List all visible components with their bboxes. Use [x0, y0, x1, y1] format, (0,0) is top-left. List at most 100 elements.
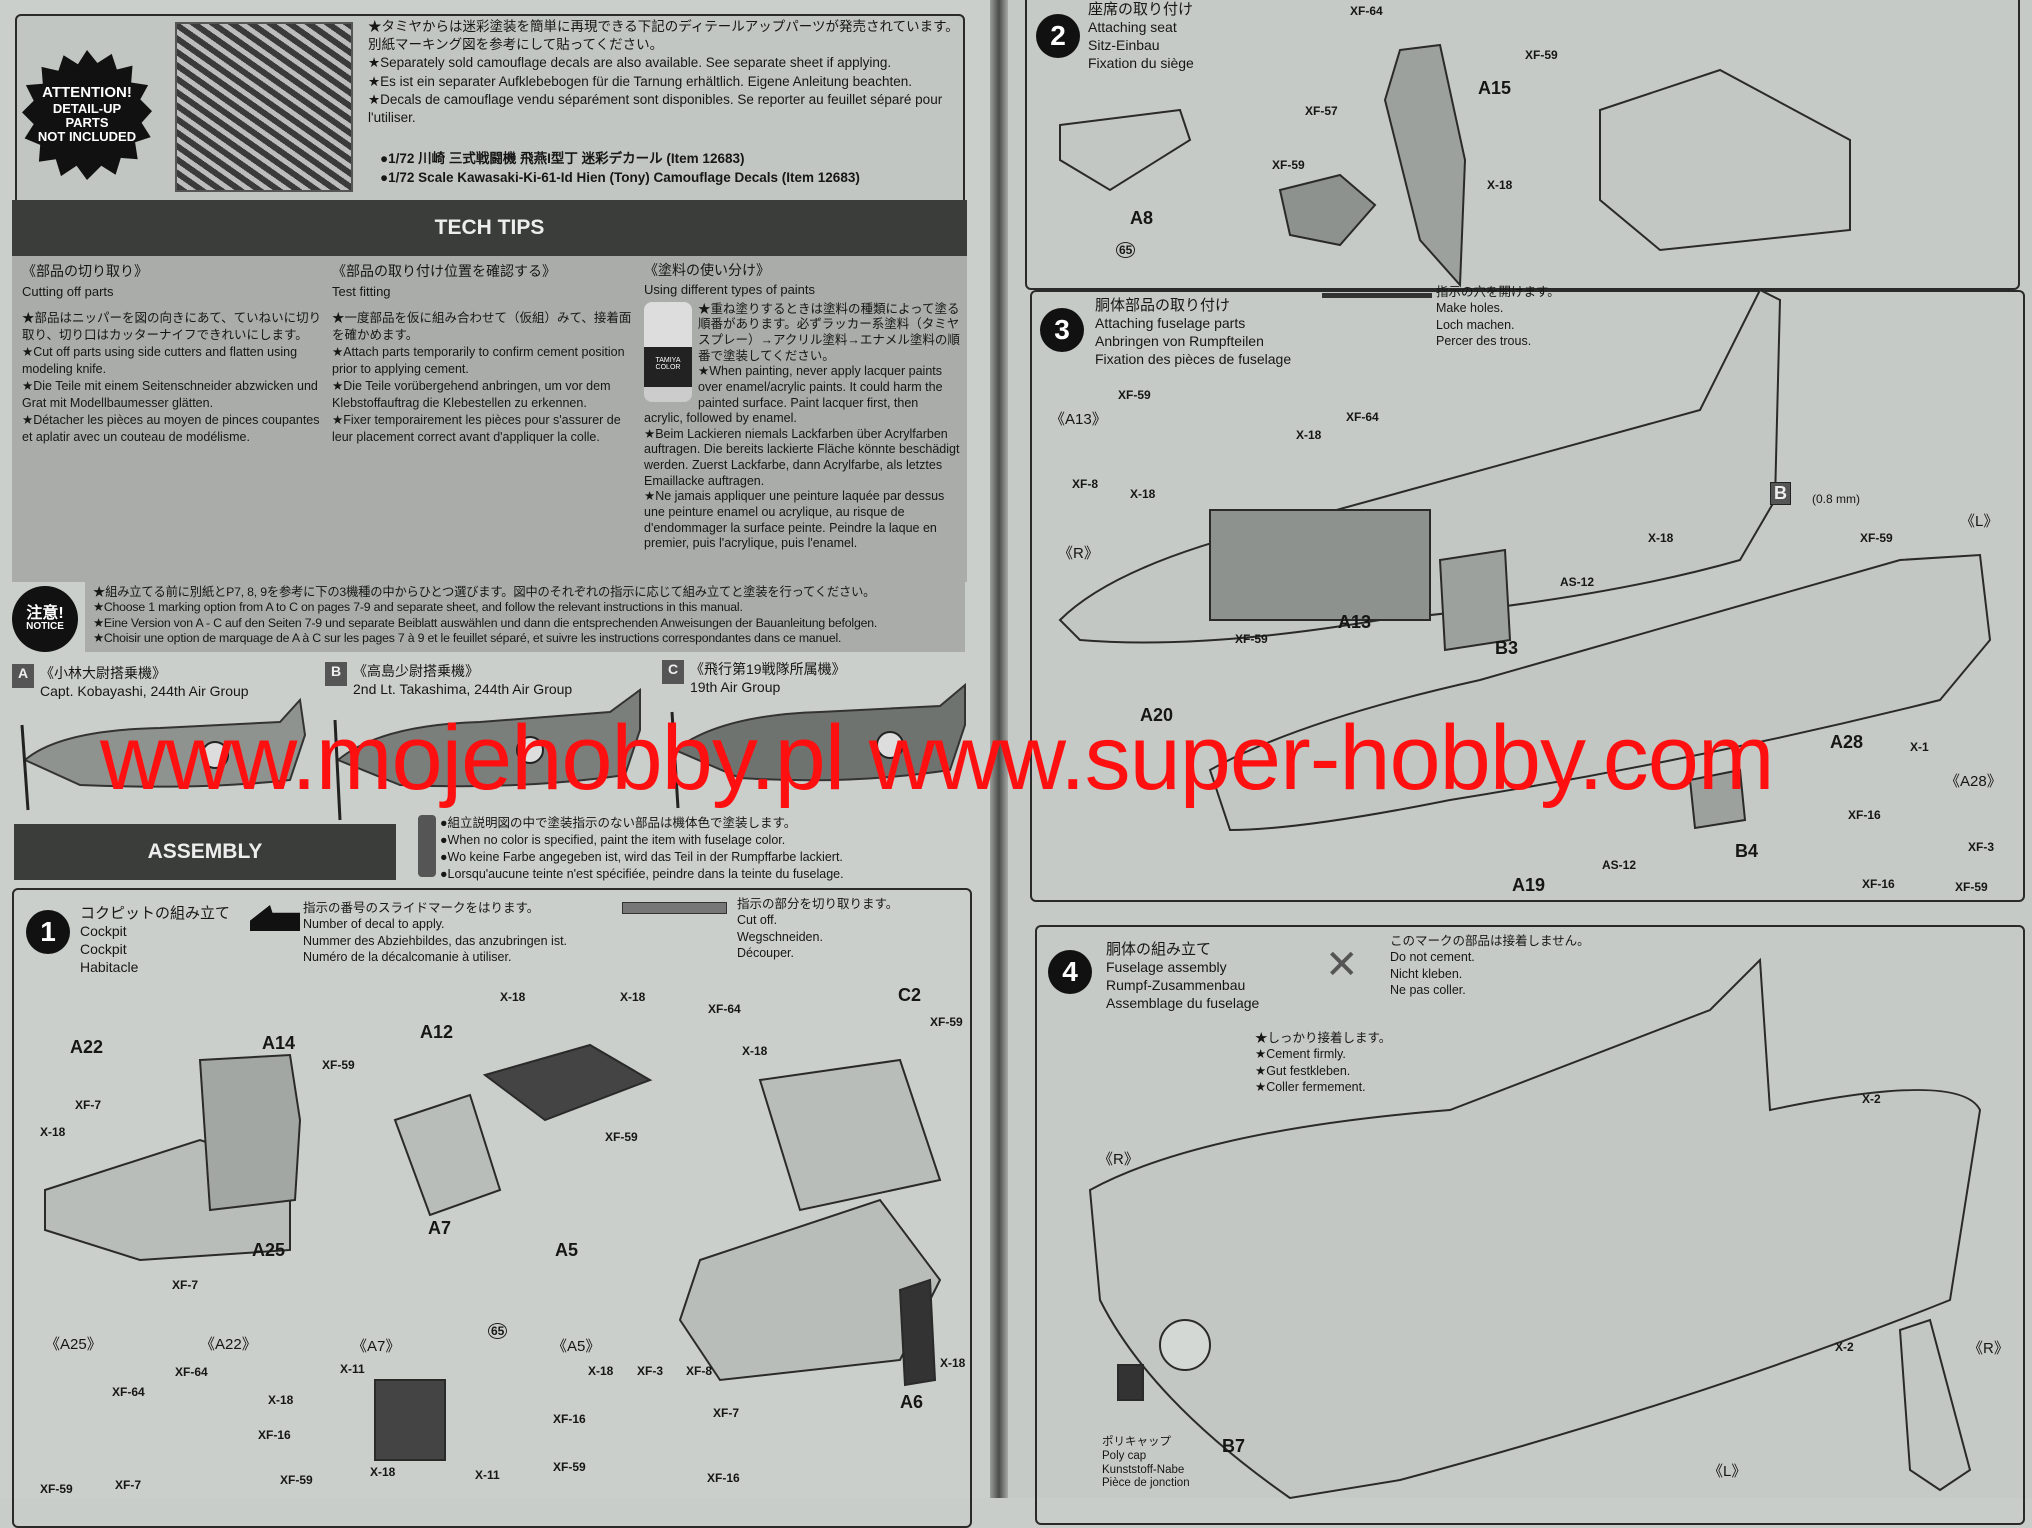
paint-label: X-18 [40, 1125, 66, 1139]
cockpit-assembly [678, 1198, 942, 1382]
paint-label: X-18 [588, 1364, 614, 1378]
paint-label: XF-3 [1968, 840, 1995, 854]
part-label: A8 [1130, 208, 1154, 228]
side-label: 《L》 [1708, 1463, 1747, 1480]
paint-label: XF-16 [553, 1412, 586, 1426]
part-label: A7 [428, 1218, 452, 1238]
side-label: 《L》 [1960, 513, 1999, 530]
cement-note: ★しっかり接着します。 ★Cement firmly. ★Gut festkle… [1255, 1030, 1391, 1095]
part-b3 [1438, 548, 1512, 652]
step-title-en: Cockpit [80, 923, 127, 940]
tip-text: ★Ne jamais appliquer une peinture laquée… [644, 489, 945, 551]
color-note-line: ●Wo keine Farbe angegeben ist, wird das … [440, 849, 843, 864]
paint-label: X-18 [1296, 428, 1322, 442]
paint-label: X-18 [940, 1356, 966, 1370]
part-label: A13 [1338, 612, 1372, 632]
color-note-line: ●Lorsqu'aucune teinte n'est spécifiée, p… [440, 866, 844, 881]
paint-label: XF-16 [258, 1428, 291, 1442]
tip-text: ★Die Teile mit einem Seitenschneider abz… [22, 378, 318, 410]
polycap-label: ポリキャップ Poly cap Kunststoff-Nabe Pièce de… [1102, 1436, 1190, 1491]
seat-harness-part [1059, 108, 1192, 192]
part-label: A6 [900, 1392, 924, 1412]
paint-label: XF-57 [1305, 104, 1338, 118]
part-label: A22 [70, 1037, 104, 1057]
tip-text: ★When painting, never apply lacquer pain… [644, 364, 943, 426]
step-title-en: Fuselage assembly [1106, 959, 1227, 976]
tip-test-fitting: 《部品の取り付け位置を確認する》 Test fitting ★一度部品を仮に組み… [332, 262, 632, 445]
legend-line: ★Gut festkleben. [1255, 1063, 1351, 1078]
badge-line: DETAIL-UP [52, 100, 122, 116]
step-title-fr: Fixation des pièces de fuselage [1095, 351, 1292, 367]
notice-badge: 注意! NOTICE [12, 586, 78, 652]
attention-line: ★Decals de camouflage vendu séparément s… [368, 91, 943, 126]
legend-line: Make holes. [1436, 301, 1504, 316]
paint-label: XF-59 [1860, 531, 1893, 545]
decal-number-label: 65 [1116, 242, 1136, 258]
part-label: C2 [898, 985, 922, 1005]
part-label: AS-12 [1602, 858, 1637, 872]
legend-line: Cut off. [737, 913, 778, 928]
notice-line: ★Choisir une option de marquage de A à C… [93, 631, 842, 646]
decal-label: X-2 [1862, 1092, 1881, 1106]
paint-label: XF-7 [115, 1478, 142, 1492]
marking-en: Capt. Kobayashi, 244th Air Group [40, 683, 249, 700]
page-gutter [990, 0, 1008, 1498]
paint-label: X-18 [742, 1044, 768, 1058]
decal-item: ●1/72 Scale Kawasaki-Ki-61-Id Hien (Tony… [380, 169, 860, 185]
marking-option-b: B《高島少尉搭乗機》2nd Lt. Takashima, 244th Air G… [325, 662, 572, 698]
step-title-de: Rumpf-Zusammenbau [1106, 977, 1246, 994]
paint-can-icon [418, 815, 436, 877]
notice-line: ★組み立てる前に別紙とP7, 8, 9を参考に下の3機種の中からひとつ選びます。… [93, 585, 876, 599]
legend-line: ★Cement firmly. [1255, 1047, 1346, 1062]
part-a14-seat-back [198, 1053, 302, 1212]
decal-label: X-2 [1835, 1340, 1854, 1354]
attention-line: ★Es ist ein separater Aufklebebogen für … [368, 73, 912, 89]
side-label: 《R》 [1058, 545, 1099, 562]
legend-line: ★Coller fermement. [1255, 1079, 1366, 1094]
tip-cutting: 《部品の切り取り》 Cutting off parts ★部品はニッパーを図の向… [22, 262, 322, 445]
part-a12 [482, 1043, 653, 1122]
step-title-fr: Habitacle [80, 959, 139, 975]
legend-line: このマークの部品は接着しません。 [1390, 934, 1590, 948]
paint-label: XF-59 [1955, 880, 1988, 894]
fuselage-left-half [1208, 553, 1992, 832]
watermark-text: www.mojehobby.pl www.super-hobby.com [100, 707, 1775, 809]
paint-label: XF-3 [637, 1364, 664, 1378]
tech-tips-header: TECH TIPS [12, 200, 967, 256]
step-4-number: 4 [1048, 950, 1092, 994]
marking-option-c: C《飛行第19戦隊所属機》19th Air Group [662, 660, 846, 696]
part-label: A28 [1830, 732, 1864, 752]
step-title-de: Sitz-Einbau [1088, 37, 1160, 54]
paint-label: XF-8 [1072, 477, 1099, 491]
legend-line: Nicht kleben. [1390, 966, 1463, 981]
legend-line: Number of decal to apply. [303, 917, 445, 932]
step-3-title: 胴体部品の取り付け Attaching fuselage parts Anbri… [1095, 296, 1291, 369]
legend-line: 指示の穴を開けます。 [1436, 285, 1560, 299]
tip-text: ★Attach parts temporarily to confirm cem… [332, 345, 625, 377]
side-label: 《R》 [1098, 1151, 1139, 1168]
attention-line: ★タミヤからは迷彩塗装を簡単に再現できる下記のディテールアップパーツが発売されて… [368, 19, 959, 53]
marking-jp: 《高島少尉搭乗機》 [353, 663, 479, 679]
part-label: B3 [1495, 638, 1519, 658]
marking-letter: A [12, 664, 34, 688]
paint-label: XF-59 [1118, 388, 1151, 402]
tip-text: ★Die Teile vorübergehend anbringen, um v… [332, 378, 611, 410]
step-title-fr: Assemblage du fuselage [1106, 995, 1260, 1011]
part-a8-seat-pan [1278, 173, 1377, 247]
knife-cut-icon [622, 902, 727, 914]
step-2-box [1025, 0, 2020, 290]
tail-detail [1898, 1318, 1972, 1492]
step-title-jp: 胴体の組み立て [1106, 941, 1212, 958]
paint-label: X-11 [340, 1362, 365, 1376]
step-1-number: 1 [26, 910, 70, 954]
paint-label: X-18 [268, 1393, 294, 1407]
cockpit-tub [1599, 68, 1851, 252]
marking-jp: 《飛行第19戦隊所属機》 [690, 661, 846, 677]
cut-legend: 指示の部分を切り取ります。 Cut off. Wegschneiden. Déc… [737, 896, 898, 961]
paint-label: XF-59 [1525, 48, 1558, 62]
tip-text: ★Détacher les pièces au moyen de pinces … [22, 412, 320, 444]
attention-box [15, 14, 965, 210]
legend-line: ポリキャップ [1102, 1436, 1171, 1448]
part-a15-seat [1383, 43, 1467, 288]
step-4-title: 胴体の組み立て Fuselage assembly Rumpf-Zusammen… [1106, 940, 1259, 1013]
